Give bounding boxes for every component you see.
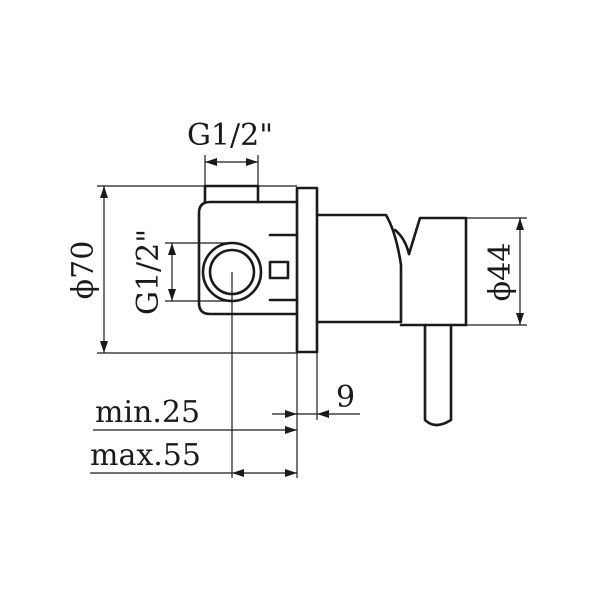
min-depth-label: min.25 (95, 395, 200, 430)
inlet-stub (268, 260, 290, 280)
handle-cap (399, 216, 468, 327)
handle-diameter-label: ϕ44 (483, 243, 518, 302)
max-depth-label: max.55 (90, 438, 201, 473)
valve-body (197, 184, 468, 427)
top-thread-label: G1/2" (187, 118, 273, 153)
handle-lever (423, 323, 453, 427)
dimension-lines (90, 155, 527, 478)
flange-diameter-label: ϕ70 (66, 241, 101, 300)
side-thread-label: G1/2" (131, 229, 166, 315)
cover-thickness-label: 9 (336, 380, 355, 415)
wall-flange (295, 186, 319, 354)
top-inlet (203, 184, 260, 204)
handle-neck (315, 213, 403, 324)
